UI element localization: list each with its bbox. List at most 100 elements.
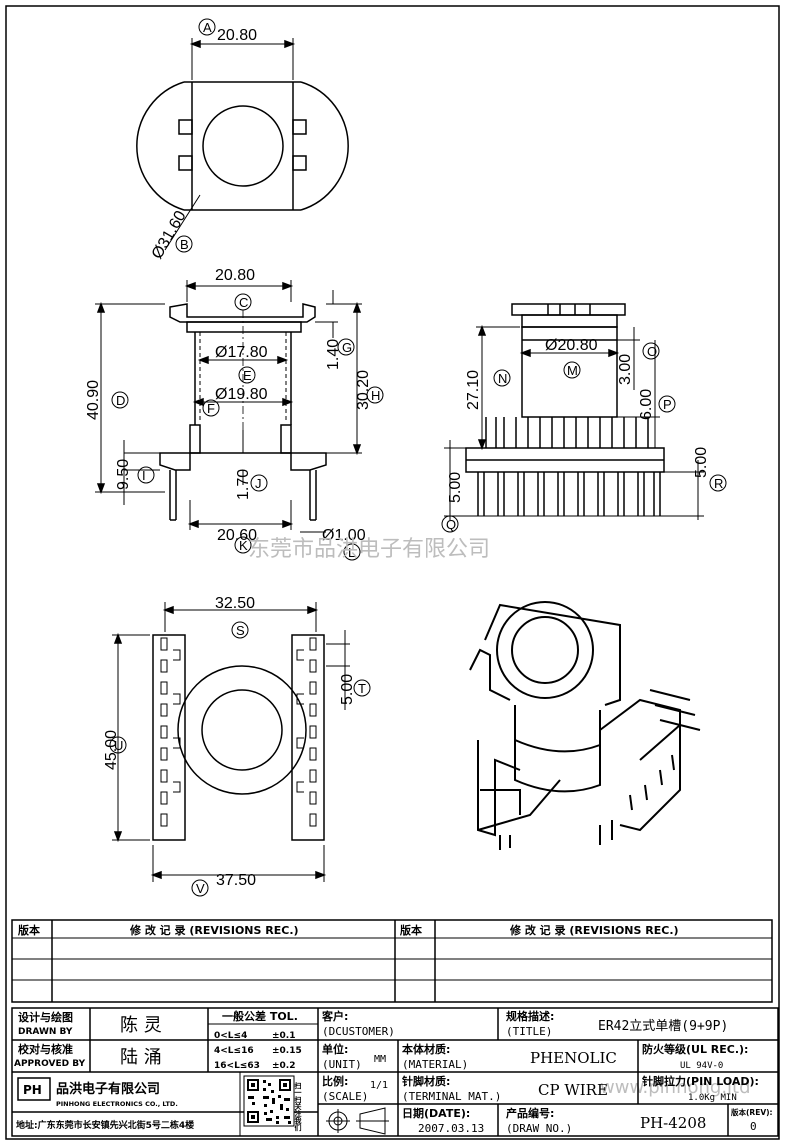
bubble-c: C: [234, 293, 252, 311]
svg-text:U: U: [114, 738, 123, 753]
tb-flame-value: UL 94V-0: [680, 1061, 723, 1071]
tb-spec-label: 规格描述:: [506, 1009, 554, 1023]
tb-scale-label: 比例:: [322, 1074, 348, 1088]
tb-customer-en: (DCUSTOMER): [322, 1025, 395, 1038]
tb-tol-value-1: ±0.1: [272, 1031, 295, 1041]
svg-text:M: M: [567, 363, 578, 378]
rev-col-record2: 修 改 记 录 (REVISIONS REC.): [509, 923, 679, 937]
dim-front-inner1: Ø17.80: [215, 344, 268, 361]
side-view: [444, 303, 704, 520]
svg-text:Q: Q: [446, 517, 456, 532]
title-block: [11, 1007, 779, 1137]
tb-tol-range-3: 16<L≤63: [214, 1061, 260, 1071]
svg-text:H: H: [371, 388, 380, 403]
bubble-s: S: [231, 621, 249, 639]
tb-drawno-value: PH-4208: [640, 1114, 706, 1132]
bubble-q: Q: [441, 515, 459, 533]
dim-side-top: 3.00: [617, 354, 634, 385]
tb-terminal-en: (TERMINAL MAT.): [402, 1090, 501, 1103]
svg-text:V: V: [196, 881, 205, 896]
tb-company-en: PINHONG ELECTRONICS CO., LTD.: [56, 1100, 178, 1108]
dim-side-mid: 6.00: [638, 389, 655, 420]
dim-side-pin-len2: 5.00: [693, 447, 710, 478]
dim-front-base: 9.50: [115, 459, 132, 490]
bubble-p: P: [658, 395, 676, 413]
bubble-h: H: [366, 386, 384, 404]
tb-tol-value-3: ±0.2: [272, 1061, 295, 1071]
tb-unit-value: MM: [374, 1054, 386, 1065]
tb-tol-range-2: 4<L≤16: [214, 1046, 254, 1056]
bubble-v: V: [191, 879, 209, 897]
bubble-g: G: [337, 338, 355, 356]
dim-top-diameter: Ø31.60: [149, 208, 190, 262]
tb-checked-label-en: APPROVED BY: [14, 1059, 86, 1069]
svg-text:O: O: [647, 344, 657, 359]
tb-designed-label: 设计与绘图: [18, 1010, 73, 1024]
tb-scale-en: (SCALE): [322, 1090, 368, 1103]
revisions-table: [11, 919, 773, 1003]
tb-company-cn: 品洪电子有限公司: [56, 1081, 160, 1097]
dim-front-top-width: 20.80: [215, 267, 255, 284]
qr-code: [243, 1075, 295, 1127]
bubble-o: O: [642, 342, 660, 360]
dim-front-flange: 1.40: [325, 339, 342, 370]
svg-text:J: J: [255, 476, 262, 491]
bubble-j: J: [250, 474, 268, 492]
tb-tol-value-2: ±0.15: [272, 1046, 302, 1056]
bottom-view: [112, 602, 350, 882]
company-logo: PH: [17, 1077, 51, 1101]
bubble-u: U: [109, 736, 127, 754]
svg-text:PH: PH: [23, 1083, 42, 1097]
svg-text:I: I: [142, 468, 146, 483]
tb-date-value: 2007.03.13: [418, 1122, 484, 1135]
svg-text:L: L: [348, 545, 355, 560]
tb-spec-value: ER42立式单槽(9+9P): [598, 1019, 728, 1034]
tb-qr-side-text: 扫一扫关注我们: [294, 1081, 302, 1132]
dim-side-pin-len: 5.00: [447, 472, 464, 503]
front-view: [95, 280, 362, 533]
tb-unit-label: 单位:: [322, 1042, 348, 1056]
svg-text:E: E: [243, 368, 252, 383]
bubble-a: A: [198, 18, 216, 36]
bubble-d: D: [111, 391, 129, 409]
svg-text:G: G: [342, 340, 352, 355]
bubble-t: T: [353, 679, 371, 697]
dim-front-gap: 1.70: [235, 469, 252, 500]
tb-scale-value: 1/1: [370, 1080, 388, 1091]
svg-text:T: T: [358, 681, 366, 696]
bubble-b: B: [175, 235, 193, 253]
top-view: [136, 38, 349, 251]
tb-checked-label: 校对与核准: [18, 1042, 73, 1056]
bubble-e: E: [238, 366, 256, 384]
bubble-k: K: [234, 536, 252, 554]
dim-bottom-row-spacing: 32.50: [215, 595, 255, 612]
svg-text:N: N: [498, 371, 507, 386]
tb-checked-value: 陆 涌: [120, 1047, 162, 1068]
bubble-m: M: [563, 361, 581, 379]
svg-text:K: K: [239, 538, 248, 553]
tb-tolerance-title: 一般公差 TOL.: [222, 1009, 298, 1023]
tb-tol-range-1: 0<L≤4: [214, 1031, 247, 1041]
tb-terminal-value: CP WIRE: [538, 1081, 608, 1099]
bubble-r: R: [709, 474, 727, 492]
tb-date-label: 日期(DATE):: [402, 1106, 470, 1120]
dim-front-body: 30.20: [355, 370, 372, 410]
tb-material-en: (MATERIAL): [402, 1058, 468, 1071]
tb-spec-en: (TITLE): [506, 1025, 552, 1038]
watermark-company: 东莞市品洪电子有限公司: [248, 537, 490, 562]
tb-customer-label: 客户:: [321, 1009, 348, 1023]
tb-unit-en: (UNIT): [322, 1058, 362, 1071]
dim-front-bottom-width: 20.60: [217, 527, 257, 544]
tb-drawno-en: (DRAW NO.): [506, 1122, 572, 1135]
tb-material-label: 本体材质:: [402, 1042, 450, 1056]
tb-rev-label: 版本(REV):: [730, 1107, 773, 1117]
svg-text:A: A: [203, 20, 212, 35]
svg-text:C: C: [239, 295, 248, 310]
dim-side-center: Ø20.80: [545, 337, 598, 354]
svg-text:P: P: [663, 397, 672, 412]
tb-designed-value: 陈 灵: [120, 1015, 162, 1036]
bubble-l: L: [343, 543, 361, 561]
tb-pinload-value: 1.0Kg MIN: [688, 1093, 737, 1103]
isometric-view: [469, 601, 701, 850]
rev-col-version: 版本: [18, 923, 40, 937]
